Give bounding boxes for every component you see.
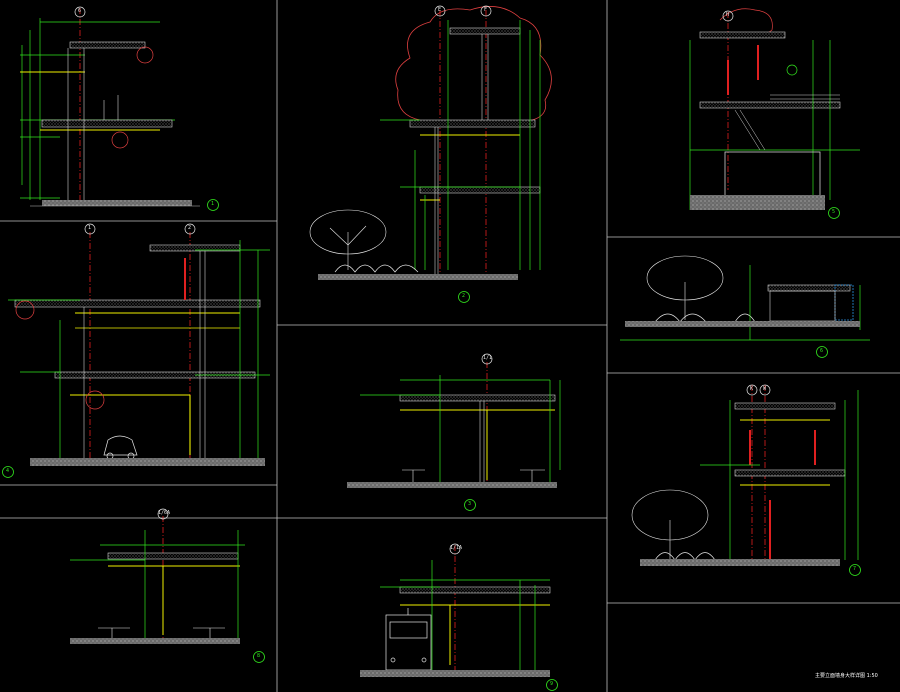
axis-label-p9: 1/1A: [450, 545, 463, 551]
axis-label-p5: H: [726, 12, 730, 18]
tree-icon: [309, 209, 387, 270]
axis-label-p7-b: W: [763, 386, 767, 392]
section-number-6: 6: [820, 348, 824, 354]
cafe-table-icon: [98, 627, 225, 638]
axis-label-p2-b: F: [484, 7, 488, 13]
section-panel-5: [689, 8, 860, 219]
section-number-5: 5: [832, 209, 836, 215]
section-panel-8: [70, 508, 265, 663]
sheet-title: 主要立面墙身大样详图 1:50: [815, 673, 878, 679]
axis-label-p3: 1/1: [483, 355, 493, 361]
axis-label-p1: 6: [78, 8, 82, 14]
section-number-4: 4: [6, 468, 10, 474]
section-panel-3: [347, 353, 561, 511]
section-number-3: 3: [468, 501, 472, 507]
tree-icon: [631, 489, 709, 560]
tree-icon: [646, 255, 724, 320]
section-panel-2: [309, 5, 552, 303]
cafe-table-icon: [402, 469, 545, 482]
axis-label-p8: 1/6A: [158, 510, 171, 516]
section-panel-9: [360, 543, 558, 691]
axis-label-p7-a: K: [750, 386, 754, 392]
section-number-2: 2: [462, 293, 466, 299]
axis-label-p4-b: 2: [188, 225, 192, 231]
section-panel-6: [620, 255, 870, 358]
section-number-8: 8: [257, 653, 261, 659]
bus-icon: [385, 608, 432, 671]
section-number-9: 9: [550, 681, 554, 687]
section-panel-7: [631, 384, 861, 576]
car-icon: [103, 435, 138, 460]
section-number-1: 1: [211, 201, 215, 207]
section-panel-4: [2, 223, 270, 478]
section-number-7: 7: [853, 566, 857, 572]
section-panel-1: [20, 6, 219, 211]
axis-label-p2-a: E: [438, 7, 442, 13]
axis-label-p4-a: 1: [88, 225, 92, 231]
